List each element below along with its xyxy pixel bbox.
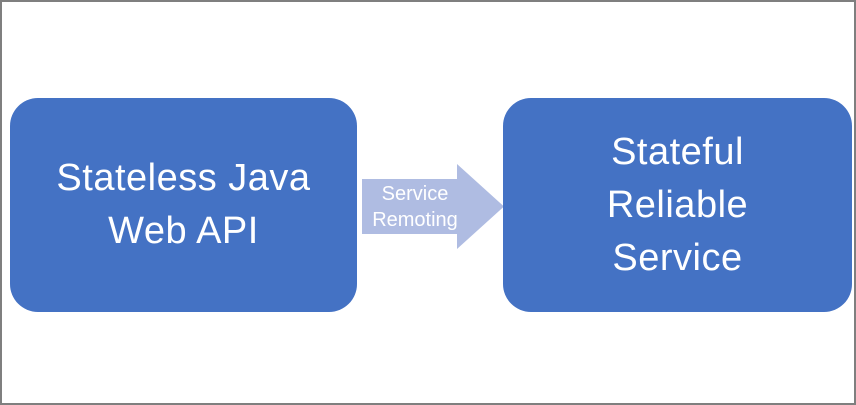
service-remoting-arrow-label: Service Remoting: [362, 164, 468, 249]
stateful-box-label-line3: Service: [612, 236, 743, 279]
arrow-label-line1: Service: [381, 182, 449, 205]
stateless-box-label-line1: Stateless Java: [56, 157, 311, 199]
stateful-box-label-line2: Reliable: [606, 183, 749, 226]
stateful-reliable-service-box: Stateful Reliable Service: [503, 98, 852, 312]
stateless-box-label-line2: Web API: [108, 210, 259, 252]
stateless-java-web-api-box: Stateless Java Web API: [10, 98, 357, 312]
stateful-box-label: Stateful Reliable Service: [607, 126, 748, 285]
arrow-label-line2: Remoting: [372, 208, 458, 231]
stateless-box-label: Stateless Java Web API: [56, 152, 310, 258]
stateful-box-label-line1: Stateful: [611, 130, 744, 173]
